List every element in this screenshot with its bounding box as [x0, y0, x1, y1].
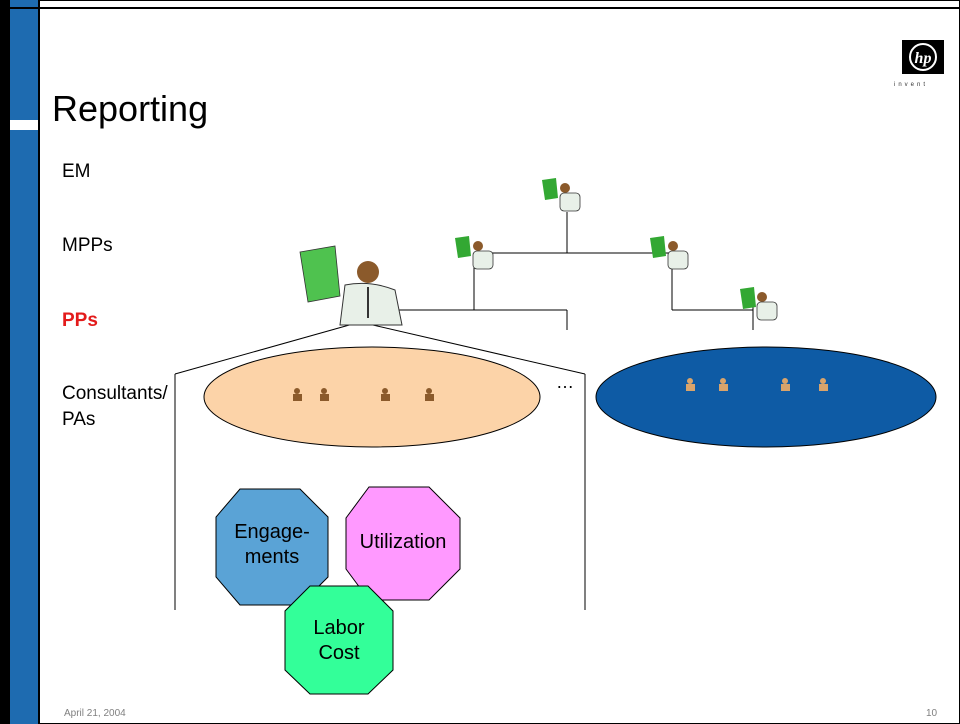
- consultant-figures-left: [293, 388, 434, 401]
- hp-logo-icon: hp: [902, 40, 944, 74]
- footer-date: April 21, 2004: [64, 708, 126, 719]
- more-ellipsis: …: [556, 372, 574, 392]
- page-number: 10: [926, 708, 938, 719]
- engagements-label: Engage- ments: [216, 520, 328, 570]
- consultant-figures-right: [686, 378, 828, 391]
- labor-cost-label-line2: Cost: [318, 642, 360, 664]
- level-label-em: EM: [62, 161, 91, 182]
- utilization-label: Utilization: [359, 531, 447, 553]
- mpp-person-icon-right: [650, 236, 689, 270]
- consultants-ellipse-right: [595, 346, 937, 448]
- em-person-icon: [542, 178, 581, 212]
- utilization-octagon: [345, 486, 461, 601]
- level-label-pps: PPs: [62, 310, 98, 331]
- accent-bar: [10, 0, 38, 724]
- level-label-consultants: Consultants/: [62, 383, 168, 404]
- svg-text:hp: hp: [915, 50, 932, 67]
- level-label-pas: PAs: [62, 409, 96, 430]
- slide-title: Reporting: [52, 88, 209, 129]
- engagements-label-line1: Engage-: [234, 521, 310, 543]
- hp-logo-subtext: invent: [894, 82, 929, 88]
- accent-bar-gap: [10, 120, 38, 130]
- pp-person-icon-right: [740, 287, 778, 321]
- pp-person-icon-large: [299, 245, 403, 326]
- engagements-label-line2: ments: [244, 546, 300, 568]
- org-chart-lines: [174, 212, 754, 610]
- labor-cost-label-line1: Labor: [313, 617, 365, 639]
- labor-cost-octagon: [284, 585, 394, 695]
- mpp-person-icon-left: [455, 236, 494, 270]
- level-label-mpps: MPPs: [62, 235, 113, 256]
- consultants-ellipse-left: [203, 346, 541, 448]
- labor-cost-label: Labor Cost: [285, 616, 393, 666]
